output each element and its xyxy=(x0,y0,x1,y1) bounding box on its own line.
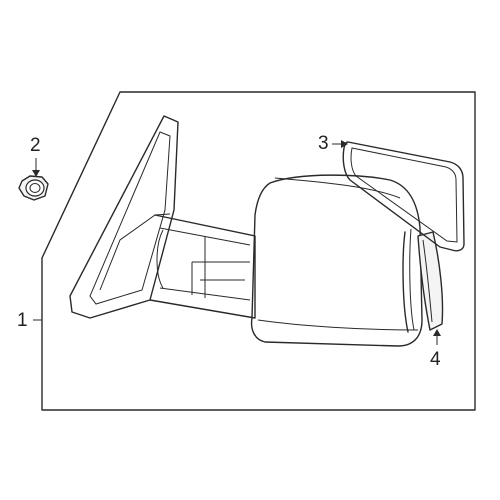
nut-icon xyxy=(18,158,49,201)
callout-2: 2 xyxy=(30,135,41,156)
callout-3: 3 xyxy=(318,133,329,154)
assembly-outline xyxy=(41,91,476,411)
callout-4: 4 xyxy=(430,349,441,370)
callout-1: 1 xyxy=(17,310,28,331)
mirror-assembly-icon xyxy=(69,115,423,347)
mirror-glass-icon xyxy=(332,140,465,252)
signal-lamp-icon xyxy=(417,231,444,345)
